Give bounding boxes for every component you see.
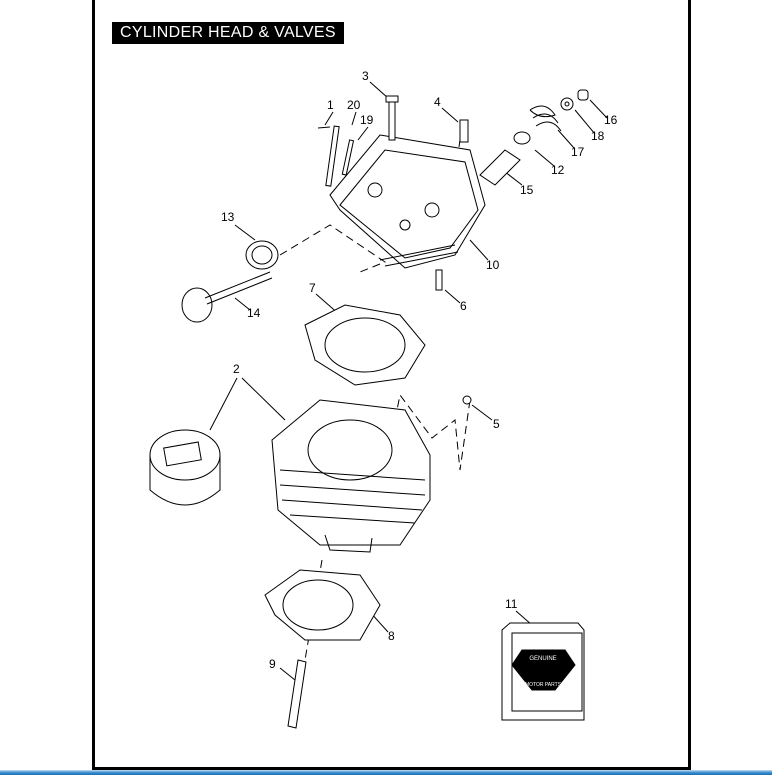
logo-text-bottom: MOTOR PARTS [525, 682, 562, 688]
callout-12: 12 [551, 163, 565, 177]
valve-assembly [181, 240, 279, 323]
callout-1: 1 [327, 98, 334, 112]
bottom-accent-bar [0, 770, 772, 775]
callout-9: 9 [269, 657, 276, 671]
callout-17: 17 [571, 145, 585, 159]
callout-20: 20 [347, 98, 361, 112]
head-gasket [304, 304, 426, 386]
small-parts [317, 89, 589, 405]
base-gasket [264, 569, 381, 641]
callout-3: 3 [362, 69, 369, 83]
callout-16: 16 [604, 113, 618, 127]
callout-18: 18 [591, 129, 605, 143]
diagram-title: CYLINDER HEAD & VALVES [112, 22, 344, 44]
leader-lines [209, 81, 608, 681]
cylinder-stud [287, 659, 307, 729]
callout-6: 6 [460, 299, 467, 313]
diagram-frame [92, 0, 691, 770]
callout-7: 7 [309, 281, 316, 295]
callout-5: 5 [493, 417, 500, 431]
callout-13: 13 [221, 210, 235, 224]
callout-10: 10 [486, 258, 500, 272]
callout-14: 14 [247, 306, 261, 320]
piston [149, 429, 221, 506]
logo-text-top: GENUINE [529, 656, 556, 662]
callout-labels: 3 1 20 19 4 16 18 17 12 15 13 10 6 14 7 … [221, 69, 618, 671]
callout-8: 8 [388, 629, 395, 643]
callout-2: 2 [233, 362, 240, 376]
cylinder [271, 399, 431, 553]
callout-4: 4 [434, 95, 441, 109]
cylinder-head [329, 134, 486, 269]
callout-11: 11 [505, 597, 518, 611]
parts-box: GENUINE MOTOR PARTS [501, 622, 585, 721]
callout-19: 19 [360, 113, 374, 127]
callout-15: 15 [520, 183, 534, 197]
